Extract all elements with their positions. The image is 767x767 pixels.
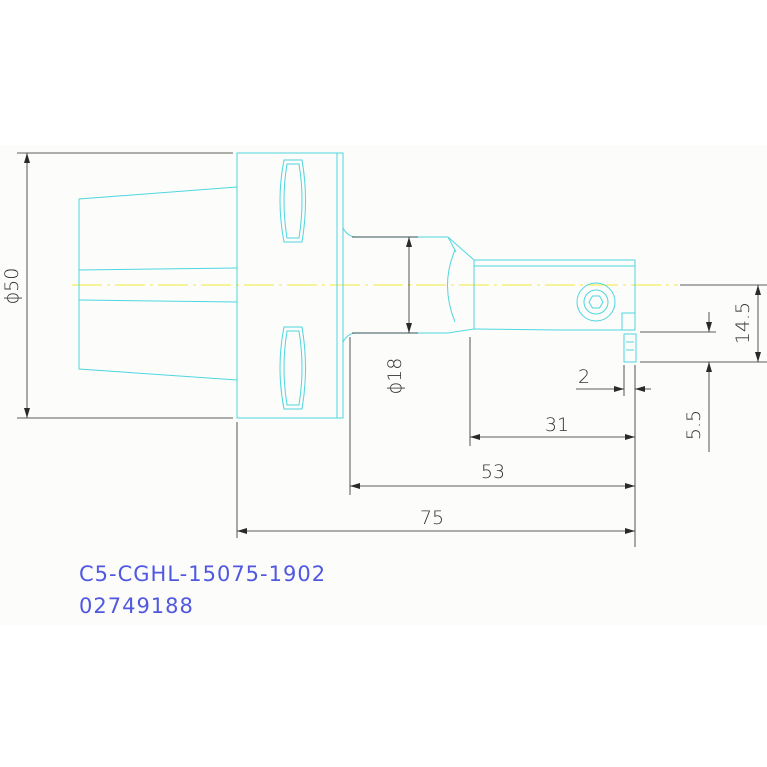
drive-slot-upper-inner: [283, 163, 303, 239]
dim-total-label: 75: [420, 507, 444, 529]
dim-31-label: 31: [545, 414, 569, 436]
flange-outline: [236, 152, 344, 419]
tool-body: [78, 152, 637, 419]
dim-diameter-flange-label: ϕ50: [1, 268, 23, 305]
clamp-screw-hex-icon: [588, 295, 604, 309]
taper-shank-outline: [78, 186, 238, 381]
drawing-background: [0, 145, 767, 625]
neck-chamfer: [447, 236, 457, 253]
clamp-screw-inner: [583, 289, 609, 315]
drive-slot-lower: [279, 326, 306, 410]
insert-pocket: [621, 312, 636, 331]
drive-slot-upper: [279, 159, 306, 243]
dim-5-5-label: 5.5: [683, 410, 705, 440]
part-number: 02749188: [79, 594, 194, 618]
neck-transition: [447, 249, 456, 323]
drive-slot-lower-inner: [283, 330, 303, 406]
part-code: C5-CGHL-15075-1902: [79, 562, 327, 586]
taper-shank-line-upper: [78, 267, 238, 271]
clamp-screw-outer: [576, 282, 616, 322]
dimensions: ϕ50 ϕ18 75 53 31 2 14.5 5.5: [1, 152, 767, 547]
taper-shank-line-lower: [78, 299, 238, 303]
insert-outline: [623, 333, 637, 363]
dim-diameter-bar-label: ϕ18: [384, 358, 406, 395]
dim-14-5-label: 14.5: [732, 302, 754, 344]
dim-2-label: 2: [578, 366, 590, 388]
dim-53-label: 53: [481, 461, 505, 483]
